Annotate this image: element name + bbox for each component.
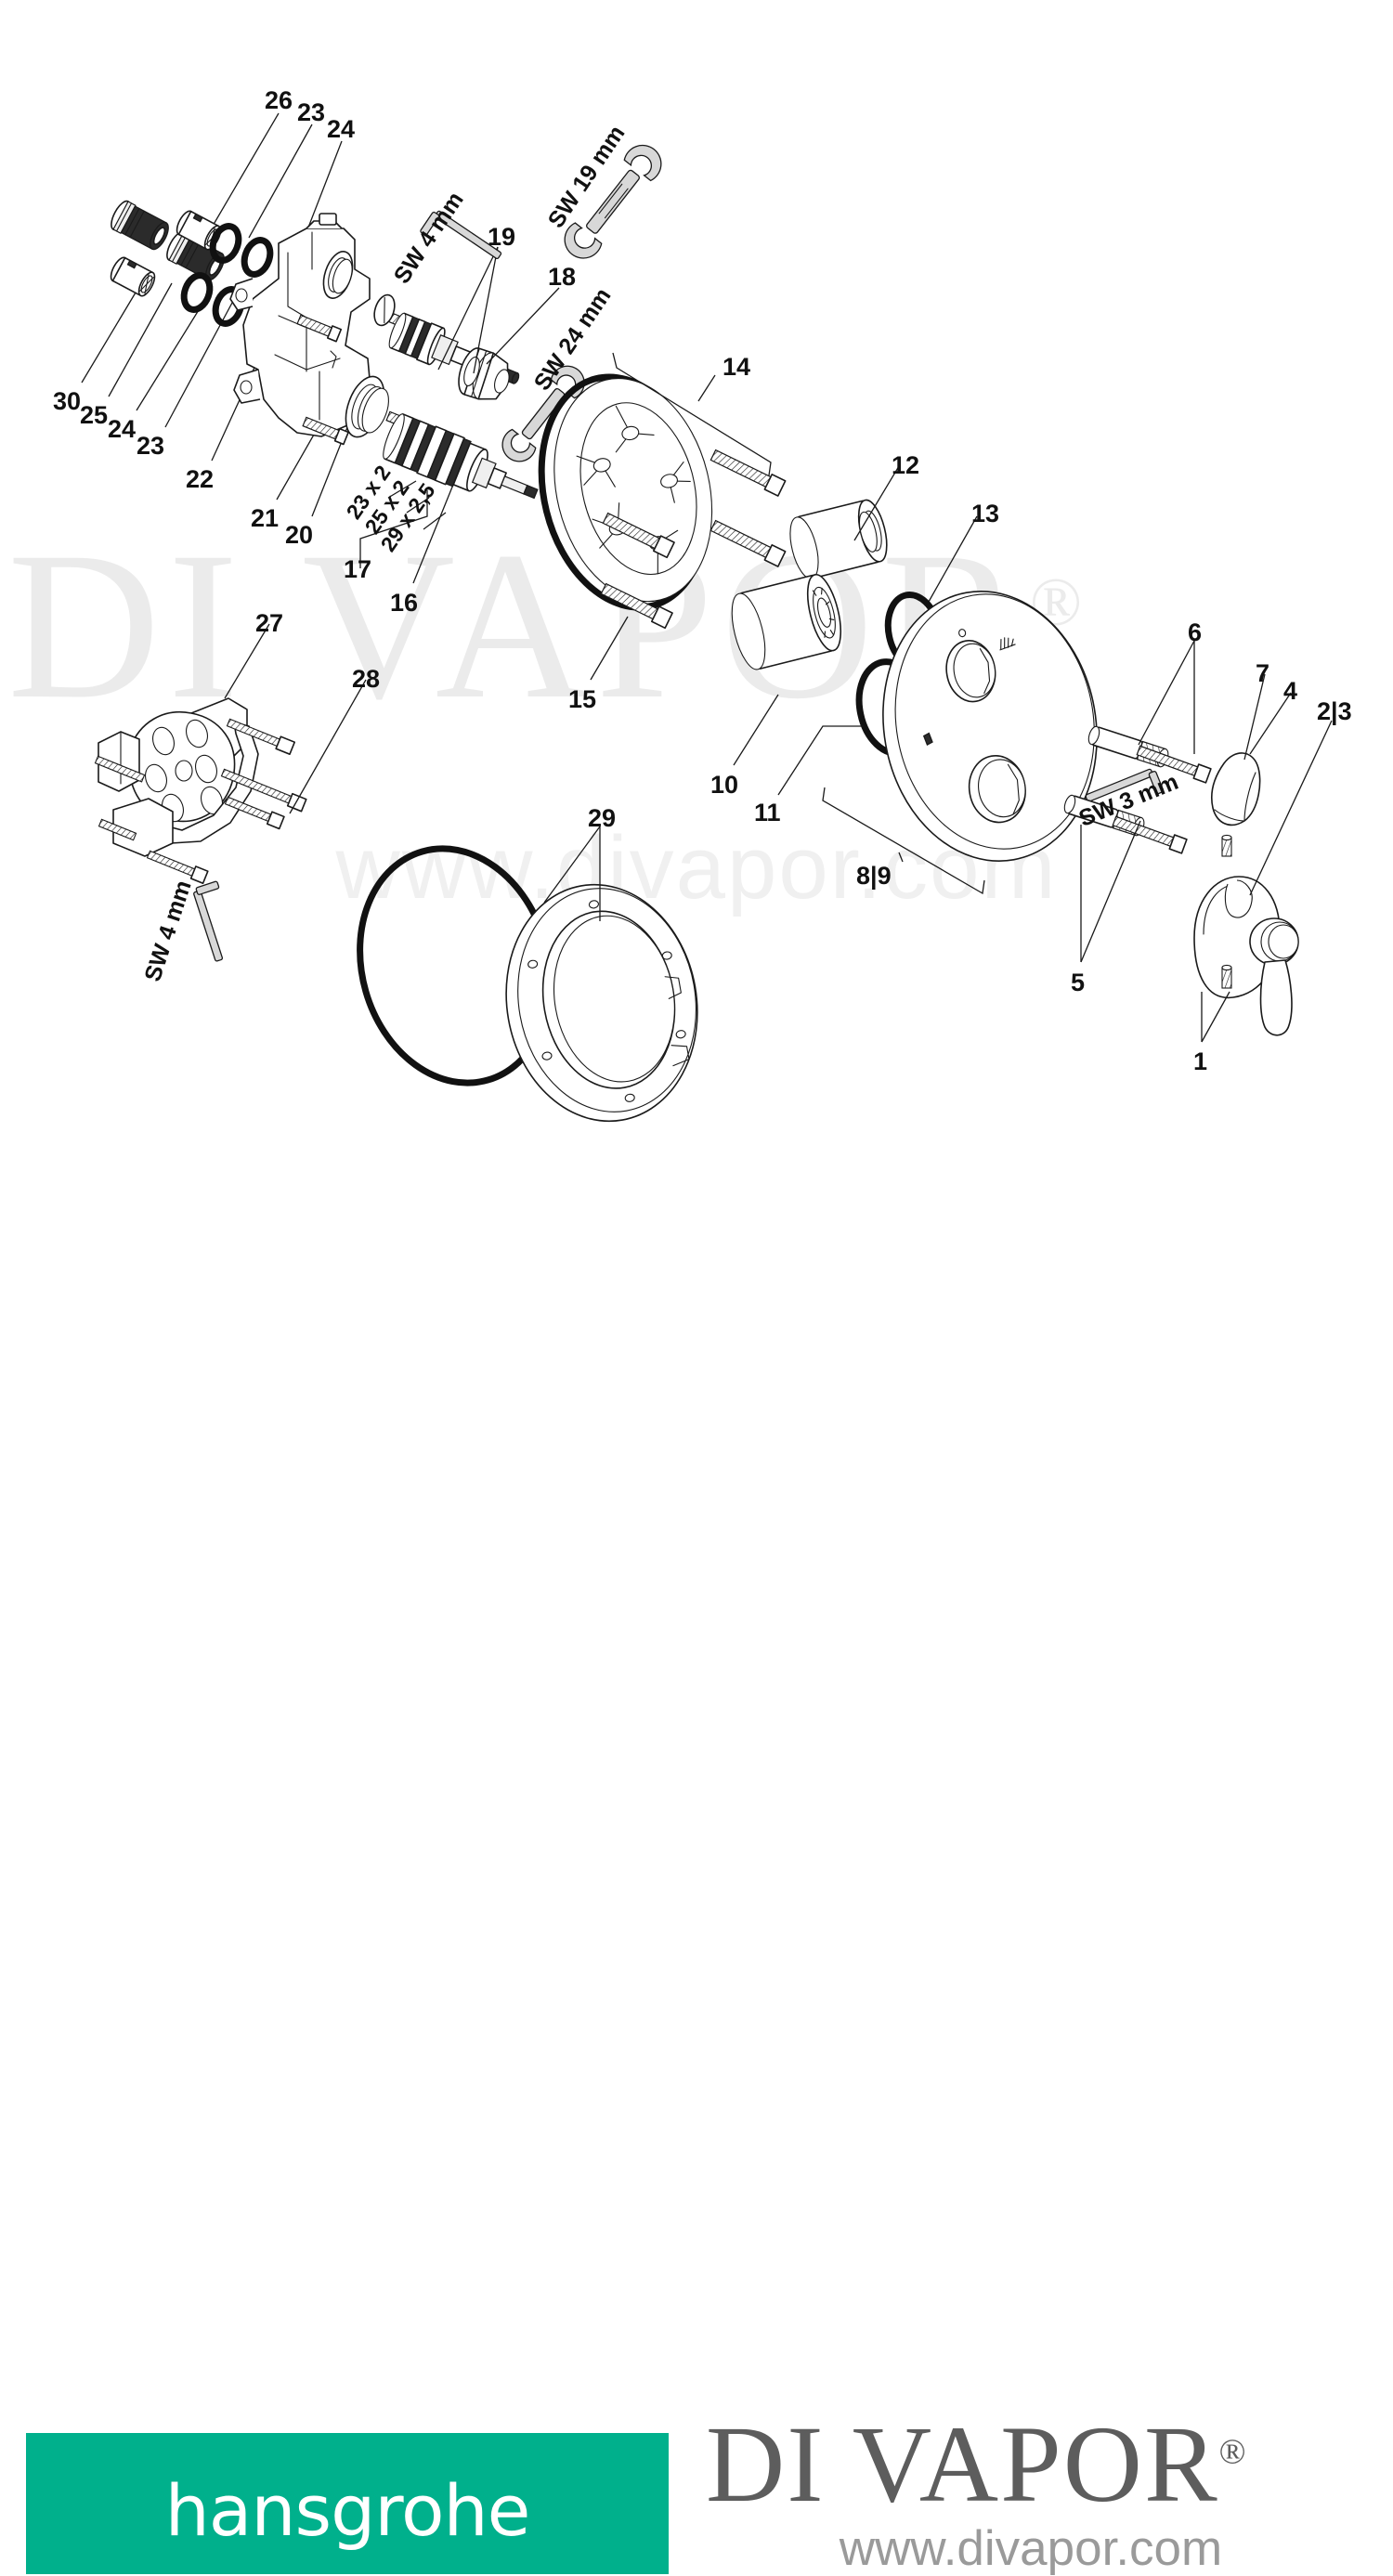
callout-label-23-top: 23 bbox=[297, 98, 326, 126]
callout-label-4: 4 bbox=[1283, 677, 1298, 705]
callout-label-1: 1 bbox=[1193, 1047, 1208, 1075]
machine-screw-lower bbox=[1112, 815, 1188, 854]
allen-key-4mm-bottom-icon bbox=[193, 880, 224, 962]
machine-screw-upper bbox=[1136, 745, 1212, 784]
callout-label-17: 17 bbox=[344, 555, 372, 583]
leader-line-18 bbox=[486, 287, 560, 365]
callout-label-19: 19 bbox=[488, 223, 516, 251]
callout-label-11: 11 bbox=[754, 799, 781, 826]
handle-assembly bbox=[1193, 876, 1299, 1036]
callout-label-21: 21 bbox=[251, 504, 280, 532]
leader-lines-19 bbox=[437, 246, 499, 374]
leader-lines-8-9 bbox=[822, 787, 985, 895]
leader-lines-29 bbox=[543, 826, 601, 921]
diagram-sheet: DI VAPOR® www.divapor.com .ln { fill:non… bbox=[0, 86, 1393, 2574]
callout-label-27: 27 bbox=[255, 609, 284, 637]
callout-label-13: 13 bbox=[971, 500, 1000, 527]
inlet-fittings-group bbox=[110, 200, 274, 327]
callout-label-2-3: 2|3 bbox=[1317, 697, 1352, 725]
callout-label-18: 18 bbox=[548, 263, 577, 291]
leader-lines-1-23 bbox=[1201, 720, 1333, 1043]
callout-label-22: 22 bbox=[186, 465, 215, 493]
callout-label-30: 30 bbox=[53, 387, 82, 415]
valve-body bbox=[229, 213, 389, 438]
callout-label-10: 10 bbox=[710, 771, 739, 799]
allen-key-3mm-icon bbox=[1085, 768, 1165, 802]
cartridge-thermostatic bbox=[383, 413, 539, 500]
callout-label-8-9: 8|9 bbox=[856, 862, 892, 890]
wrench-24mm-icon bbox=[501, 365, 585, 462]
footer-bar: hansgrohe DI VAPOR® www.divapor.com bbox=[0, 1198, 1393, 2574]
long-screws-15 bbox=[590, 449, 787, 681]
callout-label-6: 6 bbox=[1188, 618, 1203, 646]
callout-label-7: 7 bbox=[1256, 659, 1270, 687]
callout-label-12: 12 bbox=[892, 451, 920, 479]
leader-lines-27-28 bbox=[224, 623, 367, 814]
leader-line-7 bbox=[1243, 673, 1266, 761]
leader-lines-14 bbox=[612, 352, 772, 476]
callout-label-29: 29 bbox=[588, 804, 617, 832]
leader-lines-10-13 bbox=[733, 465, 978, 796]
callout-label-16: 16 bbox=[390, 589, 419, 617]
exploded-parts-drawing: .ln { fill:none; stroke:#1a1a1a; stroke-… bbox=[81, 112, 1333, 1123]
divapor-registered-icon: ® bbox=[1218, 2432, 1246, 2472]
leader-lines-5-6 bbox=[1080, 640, 1195, 963]
callout-label-23-left: 23 bbox=[137, 432, 165, 460]
extension-sleeve-12 bbox=[789, 499, 888, 579]
hansgrohe-logo-text: hansgrohe bbox=[164, 2468, 531, 2552]
callout-label-28: 28 bbox=[352, 665, 381, 693]
grub-screw-1 bbox=[1221, 964, 1232, 989]
cartridge-nut bbox=[458, 347, 510, 400]
extension-sleeve-10 bbox=[731, 573, 842, 670]
slotted-washer bbox=[373, 293, 396, 327]
temperature-cap-7 bbox=[1210, 752, 1261, 826]
callout-label-5: 5 bbox=[1071, 969, 1086, 996]
divapor-logo-label: DI VAPOR bbox=[706, 2403, 1219, 2525]
callout-label-20: 20 bbox=[285, 521, 314, 549]
callout-label-24-top: 24 bbox=[327, 115, 356, 143]
callout-label-25: 25 bbox=[80, 401, 109, 429]
divapor-logo-text: DI VAPOR® bbox=[706, 2410, 1393, 2519]
rough-in-bracket bbox=[94, 697, 307, 885]
wrench-19mm-icon bbox=[564, 144, 662, 259]
callout-label-14: 14 bbox=[723, 353, 751, 381]
divapor-url-text: www.divapor.com bbox=[839, 2521, 1223, 2576]
leader-lines-cartridge bbox=[359, 475, 458, 584]
callout-label-26: 26 bbox=[265, 86, 293, 114]
escutcheon-plate bbox=[882, 591, 1098, 862]
callout-label-15: 15 bbox=[568, 685, 597, 713]
grub-screw-4 bbox=[1221, 834, 1232, 857]
allen-key-4mm-icon bbox=[420, 210, 502, 260]
callout-label-24-left: 24 bbox=[108, 415, 137, 443]
flange-ring-29 bbox=[505, 883, 698, 1123]
leader-line-4 bbox=[1249, 692, 1292, 755]
